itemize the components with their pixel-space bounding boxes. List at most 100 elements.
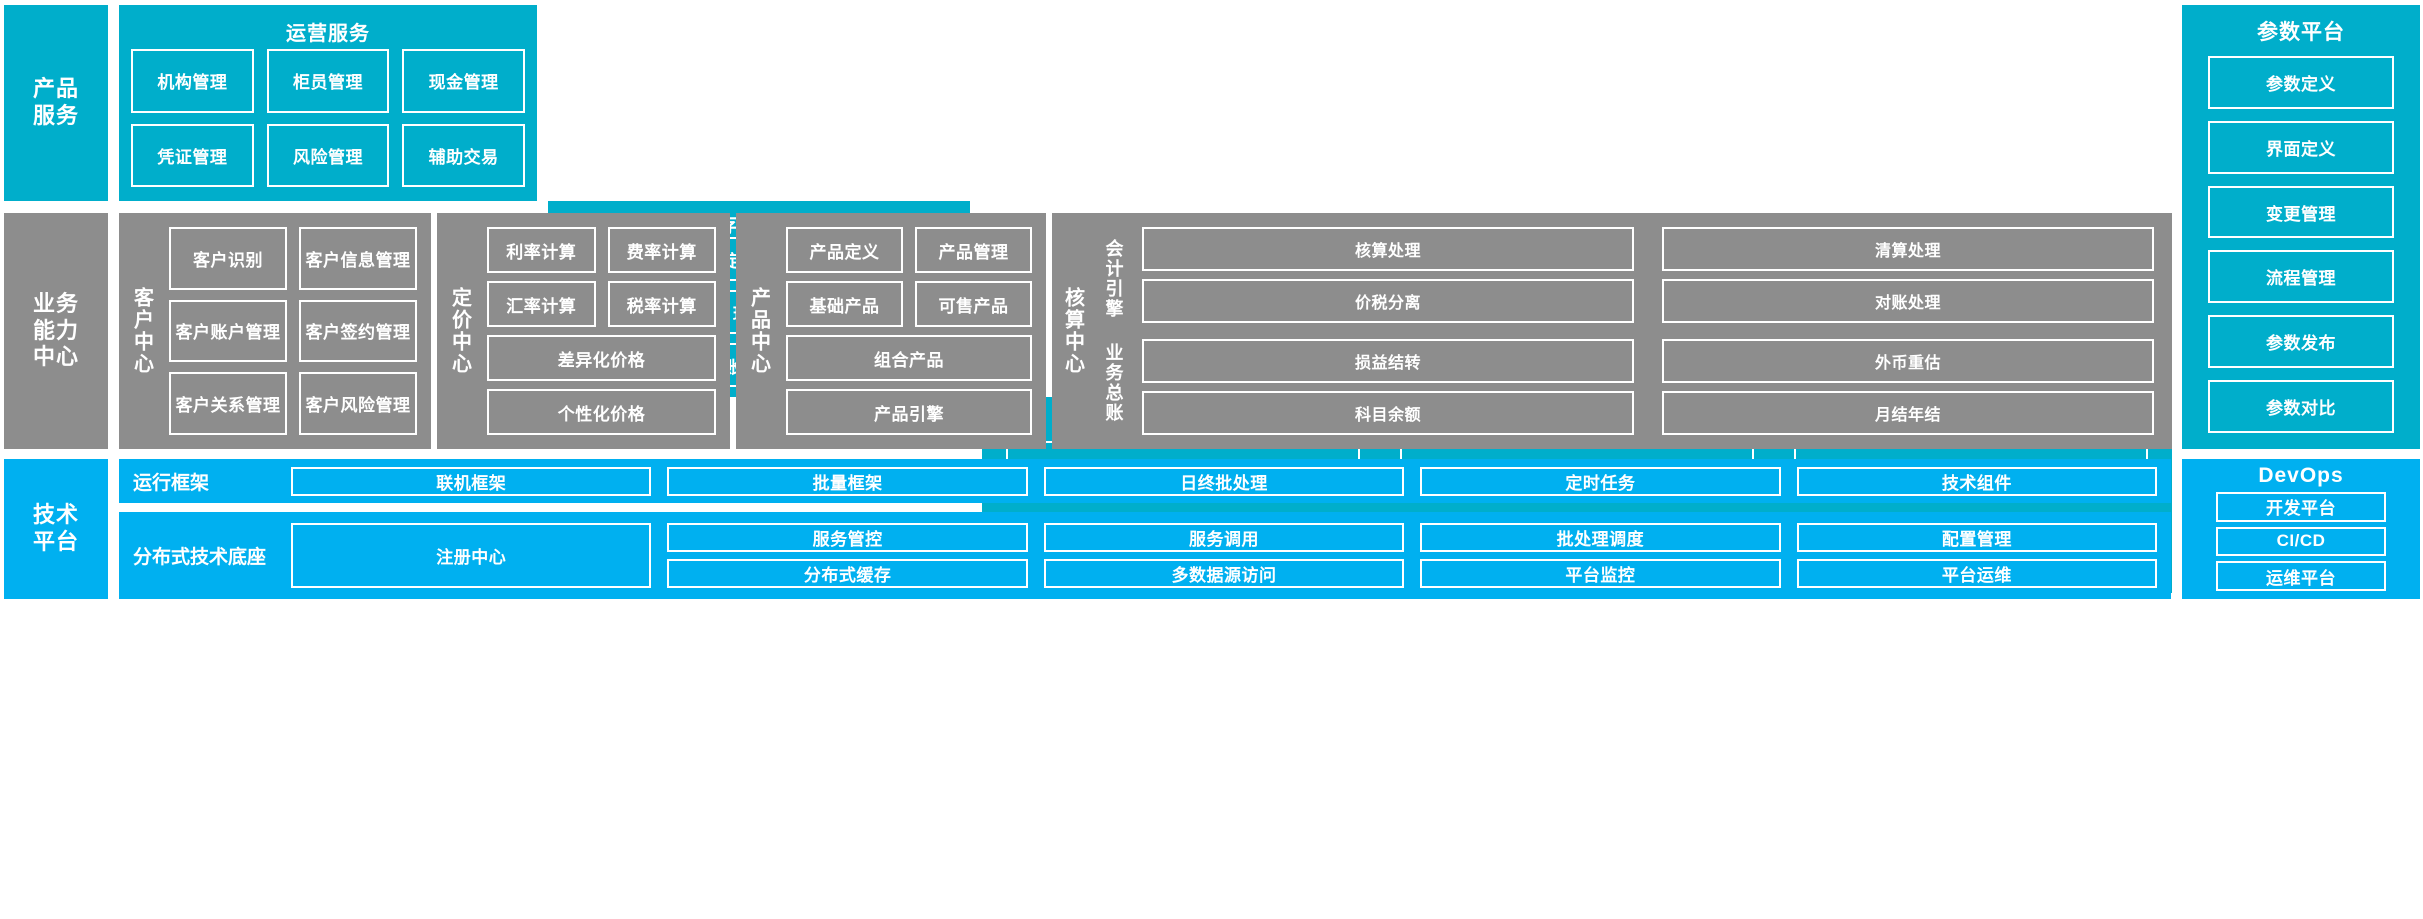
cell-keshou-chanpin[interactable]: 可售产品 [915, 281, 1032, 327]
tech-col-2: 批量框架 [667, 466, 1028, 496]
cell-canshu-dingyi[interactable]: 参数定义 [2208, 56, 2394, 109]
accounting-center-inner: 会计引擎 业务总账 核算处理 清算处理 价税分离 对账处理 损益结转 外币重估 … [1092, 213, 2172, 449]
row-label-business-capability-center: 业务 能力 中心 [4, 213, 108, 449]
row-label-line2: 服务 [32, 103, 79, 128]
tech-col-service: 服务管控 分布式缓存 [667, 523, 1028, 588]
cell-peizhi-guanli[interactable]: 配置管理 [1796, 523, 2158, 552]
tech-col-register: 注册中心 [291, 523, 652, 588]
cell-waibi-chonggu[interactable]: 外币重估 [1662, 339, 2154, 383]
cell-duoshujuyuan-fangwen[interactable]: 多数据源访问 [1043, 559, 1405, 588]
row3-label-line1: 技术 [32, 502, 79, 528]
pricing-center-grid: 利率计算 费率计算 汇率计算 税率计算 差异化价格 个性化价格 [487, 227, 716, 435]
cell-ci-cd[interactable]: CI/CD [2216, 526, 2386, 557]
center-label-product: 产品中心 [747, 287, 770, 375]
cell-canshu-duibi[interactable]: 参数对比 [2208, 380, 2394, 433]
row3-label-line2: 平台 [32, 529, 79, 554]
cell-rizhong-pichuli[interactable]: 日终批处理 [1043, 466, 1405, 496]
cell-lilv-jisuan[interactable]: 利率计算 [487, 227, 596, 273]
cell-canshu-fabu[interactable]: 参数发布 [2208, 315, 2394, 369]
cell-yunwei-pingtai[interactable]: 运维平台 [2216, 561, 2386, 591]
tech-col-1: 联机框架 [291, 466, 652, 496]
cell-dingshi-renwu[interactable]: 定时任务 [1420, 466, 1781, 496]
panel-pricing-center: 定价中心 利率计算 费率计算 汇率计算 税率计算 差异化价格 个性化价格 [437, 213, 730, 449]
subgroup-label-accounting-engine: 会计引擎 [1103, 239, 1124, 319]
cell-kehu-fengxian-guanli[interactable]: 客户风险管理 [299, 372, 417, 435]
cell-guiyuan-guanli[interactable]: 柜员管理 [266, 49, 390, 113]
cell-chanpin-guanli[interactable]: 产品管理 [915, 227, 1032, 273]
cell-kemu-yue[interactable]: 科目余额 [1142, 391, 1634, 435]
product-center-grid: 产品定义 产品管理 基础产品 可售产品 组合产品 产品引擎 [786, 227, 1032, 435]
cell-jishu-zujian[interactable]: 技术组件 [1796, 466, 2158, 496]
cell-jigou-guanli[interactable]: 机构管理 [131, 49, 254, 113]
cell-feilv-jisuan[interactable]: 费率计算 [607, 227, 716, 273]
panel-title-operation-services: 运营服务 [286, 23, 370, 45]
tech-col-3: 日终批处理 [1043, 466, 1405, 496]
distributed-base-cells: 注册中心 服务管控 分布式缓存 服务调用 多数据源访问 批处理调度 平台监控 配… [291, 516, 2171, 595]
center-label-accounting: 核算中心 [1061, 287, 1084, 375]
row-label-product-services: 产品 服务 [4, 5, 108, 201]
row-label-line1: 产品 [32, 76, 79, 102]
cell-chanpin-yinqing[interactable]: 产品引擎 [786, 389, 1032, 435]
cell-piliang-kuangjia[interactable]: 批量框架 [667, 466, 1028, 496]
cell-biangeng-guanli[interactable]: 变更管理 [2208, 185, 2394, 239]
row2-label-line1: 业务 [32, 290, 79, 316]
cell-huilv-jisuan[interactable]: 汇率计算 [487, 281, 596, 327]
subgroup-label-business-ledger: 业务总账 [1103, 343, 1124, 423]
cell-fuwu-diaoyong[interactable]: 服务调用 [1043, 523, 1405, 552]
accounting-center-groups: 核算处理 清算处理 价税分离 对账处理 损益结转 外币重估 科目余额 月结年结 [1142, 227, 2154, 435]
business-ledger-grid: 损益结转 外币重估 科目余额 月结年结 [1142, 339, 2154, 435]
center-label-pricing: 定价中心 [448, 287, 471, 375]
tech-col-batch: 批处理调度 平台监控 [1420, 523, 1781, 588]
cell-chanpin-dingyi[interactable]: 产品定义 [786, 227, 903, 273]
panel-accounting-center: 核算中心 会计引擎 业务总账 核算处理 清算处理 价税分离 对账处理 损益结转 … [1052, 213, 2172, 449]
cell-zhuce-zhongxin[interactable]: 注册中心 [291, 523, 652, 588]
cell-kehu-guanxi-guanli[interactable]: 客户关系管理 [169, 372, 287, 435]
row2-label-line2: 能力 [32, 317, 79, 343]
tech-col-4: 定时任务 [1420, 466, 1781, 496]
tech-group-runtime-framework: 运行框架 联机框架 批量框架 日终批处理 定时任务 技术组件 [119, 459, 2171, 503]
row-label-technology-platform: 技术 平台 [4, 459, 108, 599]
cell-fuwu-guankong[interactable]: 服务管控 [667, 523, 1028, 552]
cell-sunyi-jiezhuan[interactable]: 损益结转 [1142, 339, 1634, 383]
panel-product-center: 产品中心 产品定义 产品管理 基础产品 可售产品 组合产品 产品引擎 [736, 213, 1046, 449]
cell-lianji-kuangjia[interactable]: 联机框架 [291, 466, 652, 496]
cell-qingsuan-chuli[interactable]: 清算处理 [1662, 227, 2154, 271]
cell-kehu-xinxi-guanli[interactable]: 客户信息管理 [299, 227, 417, 290]
technology-platform-stack: 运行框架 联机框架 批量框架 日终批处理 定时任务 技术组件 [119, 459, 2171, 599]
panel-devops: DevOps 开发平台 CI/CD 运维平台 [2182, 459, 2420, 599]
center-label-customer: 客户中心 [130, 287, 153, 375]
tech-group-title-runtime-framework: 运行框架 [133, 472, 210, 494]
cell-fenbushi-huancun[interactable]: 分布式缓存 [667, 559, 1028, 588]
cell-zuhe-chanpin[interactable]: 组合产品 [786, 335, 1032, 381]
customer-center-grid: 客户识别 客户信息管理 客户账户管理 客户签约管理 客户关系管理 客户风险管理 [169, 227, 417, 435]
cell-kehu-qianyue-guanli[interactable]: 客户签约管理 [299, 299, 417, 363]
cell-shuilv-jisuan[interactable]: 税率计算 [607, 281, 716, 327]
cell-fengxian-guanli[interactable]: 风险管理 [266, 123, 390, 187]
cell-pingzheng-guanli[interactable]: 凭证管理 [131, 123, 254, 187]
cell-jichu-chanpin[interactable]: 基础产品 [786, 281, 903, 327]
cell-kehu-shibie[interactable]: 客户识别 [169, 227, 287, 290]
devops-list: 开发平台 CI/CD 运维平台 [2182, 488, 2420, 599]
panel-title-devops: DevOps [2258, 464, 2344, 487]
cell-liucheng-guanli[interactable]: 流程管理 [2208, 250, 2394, 304]
product-center-inner: 产品定义 产品管理 基础产品 可售产品 组合产品 产品引擎 [780, 213, 1046, 449]
cell-kaifa-pingtai[interactable]: 开发平台 [2216, 492, 2386, 522]
cell-pichuli-diaodu[interactable]: 批处理调度 [1420, 523, 1781, 552]
cell-jiashui-fenli[interactable]: 价税分离 [1142, 279, 1634, 323]
cell-kehu-zhanghu-guanli[interactable]: 客户账户管理 [169, 299, 287, 363]
runtime-framework-cells: 联机框架 批量框架 日终批处理 定时任务 技术组件 [291, 460, 2171, 503]
cell-xianjin-guanli[interactable]: 现金管理 [402, 49, 525, 113]
cell-jiemian-dingyi[interactable]: 界面定义 [2208, 120, 2394, 174]
cell-chayihua-jiage[interactable]: 差异化价格 [487, 335, 716, 381]
cell-fuzhu-jiaoyi[interactable]: 辅助交易 [402, 123, 525, 187]
row2-label-line3: 中心 [32, 344, 79, 370]
panel-parameter-platform: 参数平台 参数定义 界面定义 变更管理 流程管理 参数发布 参数对比 [2182, 5, 2420, 449]
cell-pingtai-jiankong[interactable]: 平台监控 [1420, 559, 1781, 588]
cell-yuejie-nianjie[interactable]: 月结年结 [1662, 391, 2154, 435]
cell-pingtai-yunwei[interactable]: 平台运维 [1796, 559, 2158, 588]
customer-center-inner: 客户识别 客户信息管理 客户账户管理 客户签约管理 客户关系管理 客户风险管理 [163, 213, 431, 449]
cell-gexinghua-jiage[interactable]: 个性化价格 [487, 389, 716, 435]
cell-duizhang-chuli[interactable]: 对账处理 [1662, 279, 2154, 323]
cell-hesuan-chuli[interactable]: 核算处理 [1142, 227, 1634, 271]
